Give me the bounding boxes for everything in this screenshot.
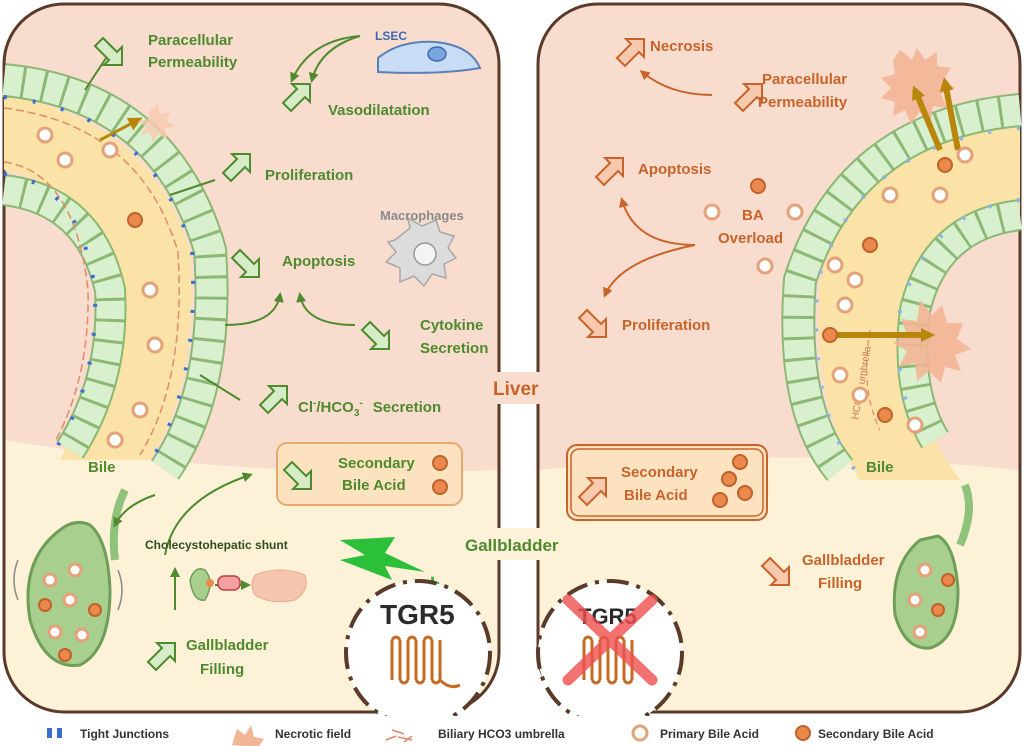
ba-overload-line2: Overload [718, 230, 783, 247]
tgr5-left: TGR5 [344, 579, 492, 727]
legend: Tight Junctions Necrotic field Biliary H… [0, 716, 1024, 746]
legend-tight-junctions: Tight Junctions [80, 727, 169, 741]
left-connectors [84, 35, 361, 610]
left-sba-line2: Bile Acid [342, 477, 406, 494]
liver-label: Liver [493, 379, 539, 400]
left-secondary-ba-box: Secondary Bile Acid [276, 442, 463, 506]
arrow-up-icon [594, 157, 624, 187]
legend-necrotic-field: Necrotic field [275, 727, 351, 741]
left-panel-border [2, 2, 501, 714]
primary-ba-icon [631, 724, 649, 742]
cytokine-line2: Secretion [420, 340, 488, 357]
right-panel-border [536, 2, 1022, 714]
arrow-up-icon [146, 642, 176, 672]
necrotic-field-icon [232, 725, 264, 746]
necrosis-label: Necrosis [650, 38, 713, 55]
right-sba-line2: Bile Acid [624, 487, 688, 504]
right-proliferation-label: Proliferation [622, 317, 710, 334]
legend-secondary-ba: Secondary Bile Acid [818, 727, 934, 741]
cytokine-line1: Cytokine [420, 317, 483, 334]
paracellular-line2: Permeability [148, 54, 238, 71]
ba-overload-line1: BA [742, 207, 764, 224]
left-sba-line1: Secondary [338, 455, 415, 472]
left-bile-acids [36, 104, 175, 449]
right-bile-duct: HCO3⁻ umbrella [781, 48, 1023, 481]
tgr5-receptor-icon [390, 635, 461, 689]
shunt-diagram [189, 568, 307, 603]
arrow-up-icon [281, 83, 311, 113]
left-gb-filling-line2: Filling [200, 661, 244, 678]
macrophages-label: Macrophages [380, 208, 464, 223]
tight-junction-icon [47, 728, 52, 738]
umbrella-icon [385, 729, 413, 743]
gallbladder-label: Gallbladder [465, 536, 559, 555]
arrow-down-icon [577, 308, 607, 338]
right-gb-filling-line1: Gallbladder [802, 552, 885, 569]
right-ba-overload-acids [703, 178, 804, 275]
right-block-arrows [577, 38, 790, 586]
gallbladder-label-bg [455, 528, 575, 560]
arrow-down-icon [360, 320, 390, 350]
right-connectors [603, 70, 713, 298]
left-bile-duct [1, 63, 229, 480]
left-gallbladder [13, 488, 129, 667]
arrow-up-icon [93, 36, 123, 66]
right-secondary-ba-box: Secondary Bile Acid [566, 444, 768, 521]
liver-label-bg [484, 372, 556, 404]
right-paracellular-line1: Paracellular [762, 71, 847, 88]
macrophage-icon [384, 216, 458, 288]
arrow-up-icon [733, 83, 763, 113]
cl-secretion-label: Cl-/HCO3-Secretion [298, 398, 441, 419]
arrow-down-icon [230, 248, 260, 278]
liver-icon [251, 569, 307, 603]
right-bile-label: Bile [866, 459, 894, 476]
secondary-ba-icon [795, 725, 811, 741]
arrow-down-icon [282, 460, 312, 490]
left-bile-label: Bile [88, 459, 116, 476]
left-block-arrows [93, 36, 390, 672]
right-bile-acids [826, 146, 974, 434]
right-sba-line1: Secondary [621, 464, 698, 481]
proliferation-label: Proliferation [265, 167, 353, 184]
tgr5-right: TGR5 [536, 579, 684, 727]
right-apoptosis-label: Apoptosis [638, 161, 711, 178]
left-gb-filling-line1: Gallbladder [186, 637, 269, 654]
right-gallbladder [892, 483, 973, 650]
vasodilatation-label: Vasodilatation [328, 102, 430, 119]
cross-icon [562, 594, 658, 686]
shunt-label: Cholecystohepatic shunt [145, 538, 288, 552]
lightning-icon [340, 537, 425, 580]
lsec-label: LSEC [375, 29, 407, 43]
legend-primary-ba: Primary Bile Acid [660, 727, 759, 741]
apoptosis-label: Apoptosis [282, 253, 355, 270]
arrow-up-icon [577, 477, 607, 507]
arrow-down-icon [760, 556, 790, 586]
arrow-up-icon [615, 38, 645, 68]
arrow-up-icon [258, 385, 288, 415]
legend-biliary-umbrella: Biliary HCO3 umbrella [438, 727, 565, 741]
arrow-up-icon [221, 153, 251, 183]
paracellular-line1: Paracellular [148, 32, 233, 49]
right-gb-filling-line2: Filling [818, 575, 862, 592]
right-paracellular-line2: Permeability [758, 94, 848, 111]
lsec-cell-icon [377, 40, 482, 74]
tgr5-left-label: TGR5 [380, 599, 455, 630]
